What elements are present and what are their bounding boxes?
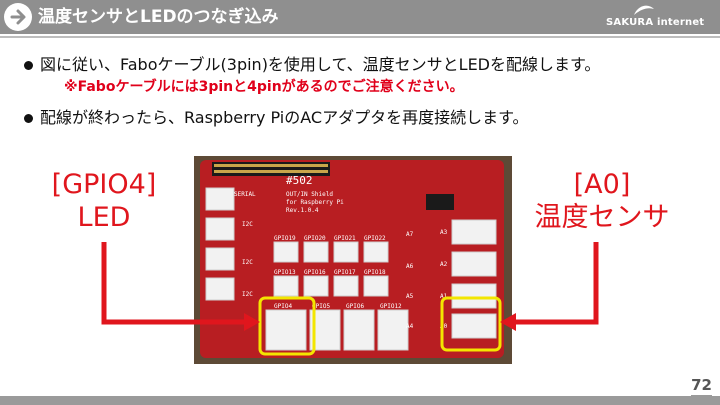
port-label: A2: [440, 261, 448, 268]
gpio4-led-label: [GPIO4] LED: [32, 168, 176, 234]
port-label: GPIO19: [274, 235, 296, 242]
slide-title: 温度センサとLEDのつなぎ込み: [38, 7, 279, 27]
port-label: GPIO22: [364, 235, 386, 242]
right-arrow: [500, 242, 599, 331]
arrow-circle-icon: [4, 3, 32, 31]
page-number: 72: [691, 376, 712, 397]
port-label: A0: [440, 323, 448, 330]
board-name-1: OUT/IN Shield: [286, 191, 333, 198]
port-label: I2C: [242, 291, 253, 298]
label-line: [GPIO4]: [51, 169, 157, 200]
analog-connectors: [451, 219, 497, 339]
bullet-item: 図に従い、Faboケーブル(3pin)を使用して、温度センサとLEDを配線します…: [24, 55, 601, 75]
row2-connectors: [273, 275, 389, 297]
header-divider: [0, 36, 720, 38]
board-photo: #502 OUT/IN Shield for Raspberry Pi Rev.…: [194, 156, 512, 364]
logo-text: SAKURA internet: [606, 17, 705, 28]
slide-header: 温度センサとLEDのつなぎ込み SAKURA internet: [0, 0, 720, 34]
pin-header: [212, 162, 330, 176]
bullet-dot: [24, 114, 33, 123]
sakura-logo-icon: [634, 5, 654, 15]
sakura-logo: SAKURA internet: [602, 2, 716, 32]
gpio4-highlight: [258, 296, 316, 356]
board-rev: Rev.1.0.4: [286, 207, 319, 214]
port-label: GPIO21: [334, 235, 356, 242]
bullet-dot: [24, 61, 33, 70]
port-label: A7: [406, 231, 414, 238]
board-name-2: for Raspberry Pi: [286, 199, 344, 206]
label-line: [A0]: [573, 169, 631, 200]
a0-temp-sensor-label: [A0] 温度センサ: [530, 168, 674, 234]
caution-note: ※Faboケーブルには3pinと4pinがあるのでご注意ください。: [64, 79, 464, 95]
port-label: A1: [440, 293, 448, 300]
port-label: A5: [406, 293, 414, 300]
bullet-item: 配線が終わったら、Raspberry PiのACアダプタを再度接続します。: [24, 108, 529, 128]
board-model: #502: [286, 174, 313, 187]
port-label: A3: [440, 229, 448, 236]
port-label: GPIO20: [304, 235, 326, 242]
port-label: GPIO17: [334, 269, 356, 276]
port-label: GPIO4: [274, 303, 292, 310]
footer-bar: [0, 396, 720, 405]
ic-chip: [426, 194, 454, 210]
port-label: GPIO12: [380, 303, 402, 310]
bullet-text: 図に従い、Faboケーブル(3pin)を使用して、温度センサとLEDを配線します…: [40, 55, 601, 74]
port-label: GPIO16: [304, 269, 326, 276]
serial-label: SERIAL: [234, 191, 256, 198]
left-connectors: [205, 187, 235, 301]
row1-connectors: [273, 241, 389, 263]
port-label: I2C: [242, 221, 253, 228]
label-line: LED: [77, 202, 131, 233]
left-arrow: [101, 242, 260, 331]
a0-highlight: [440, 296, 502, 352]
port-label: A4: [406, 323, 414, 330]
port-label: GPIO18: [364, 269, 386, 276]
port-label: A6: [406, 263, 414, 270]
port-label: GPIO6: [346, 303, 364, 310]
port-label: I2C: [242, 259, 253, 266]
port-label: GPIO13: [274, 269, 296, 276]
port-label: GPIO5: [312, 303, 330, 310]
row3-connectors: [265, 309, 409, 351]
bullet-text: 配線が終わったら、Raspberry PiのACアダプタを再度接続します。: [40, 108, 529, 127]
label-line: 温度センサ: [534, 202, 670, 233]
